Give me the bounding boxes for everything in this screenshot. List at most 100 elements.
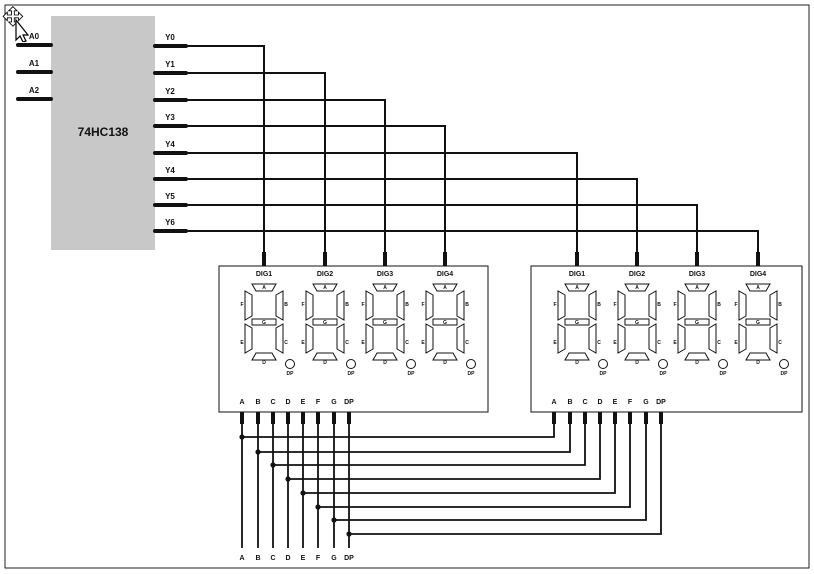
segment-pin-label: B [255,399,260,406]
segment-pin-label: D [597,399,602,406]
segment-pin-label: F [316,399,321,406]
segment [564,318,590,326]
segment-pin-label: E [301,399,306,406]
segment [745,283,771,292]
bus-junction [285,476,291,482]
segment [275,290,284,321]
decoder-input-label: A1 [29,59,40,68]
decimal-point-label: DP [660,371,668,377]
segment [312,318,338,326]
segment [624,283,650,292]
decoder-input-label: A0 [29,32,40,41]
segment-letter: C [717,340,721,346]
digit-label: DIG3 [377,271,393,278]
segment-letter: F [553,302,556,308]
segment-letter: C [345,340,349,346]
segment [684,352,710,361]
bus-junction [346,531,352,537]
segment-letter: G [695,320,699,326]
decimal-point [658,359,668,369]
segment [557,323,566,354]
bus-junction [239,434,245,440]
segment-pin-label: C [582,399,587,406]
segment-letter: E [553,340,557,346]
segment-letter: F [240,302,243,308]
decimal-point-label: DP [468,371,476,377]
decimal-point [466,359,476,369]
decoder-output-label: Y2 [165,87,175,96]
bus-link-wire [242,424,555,438]
bus-link-wire [349,424,662,535]
segment [432,318,458,326]
segment-letter: A [262,285,266,291]
bus-link-wire [303,424,616,494]
decoder-output-label: Y0 [165,33,175,42]
segment [251,283,277,292]
decimal-point [346,359,356,369]
decimal-point-label: DP [408,371,416,377]
decoder-chip [51,16,155,250]
parts-layer: 74HC138A0A1A2Y0Y1Y2Y3Y4Y4Y5Y6DIG1ABCDEFG… [16,16,803,562]
segment-letter: G [443,320,447,326]
segment-letter: E [673,340,677,346]
bus-link-wire [288,424,601,480]
segment-letter: B [717,302,721,308]
segment-letter: G [756,320,760,326]
segment-letter: F [734,302,737,308]
segment-letter: G [383,320,387,326]
segment-letter: A [575,285,579,291]
segment-letter: C [597,340,601,346]
decimal-point [779,359,789,369]
digit-label: DIG2 [629,271,645,278]
segment-letter: C [284,340,288,346]
digit-label: DIG3 [689,271,705,278]
segment-pin-label: F [628,399,633,406]
segment [396,290,405,321]
segment [769,323,778,354]
bus-link-wire [318,424,631,508]
segment-pin-label: G [643,399,649,406]
wires-layer [186,45,759,548]
segment-letter: A [635,285,639,291]
display-module: DIG1ABCDEFGDPDIG2ABCDEFGDPDIG3ABCDEFGDPD… [530,265,803,413]
segment [769,290,778,321]
segment-letter: C [657,340,661,346]
segment-letter: E [613,340,617,346]
segment [648,290,657,321]
segment-letter: G [262,320,266,326]
segment [738,290,747,321]
bus-label: DP [344,555,354,562]
segment-pin-label: G [331,399,337,406]
digit-select-wire [186,125,446,254]
segment [372,318,398,326]
decoder-output-label: Y1 [165,60,175,69]
segment [564,352,590,361]
segment [456,323,465,354]
segment-letter: G [323,320,327,326]
segment-letter: F [613,302,616,308]
segment [557,290,566,321]
segment-letter: B [778,302,782,308]
segment [365,290,374,321]
segment [708,323,717,354]
digit-select-wire [186,230,759,254]
segment-letter: E [421,340,425,346]
digit-label: DIG1 [569,271,585,278]
decimal-point [285,359,295,369]
segment [372,352,398,361]
segment-letter: D [695,360,699,366]
segment [336,290,345,321]
segment-letter: E [361,340,365,346]
decoder-output-label: Y5 [165,192,175,201]
segment [432,352,458,361]
segment-pin-label: D [285,399,290,406]
decimal-point-label: DP [600,371,608,377]
segment [624,318,650,326]
segment [617,323,626,354]
decoder-output-label: Y4 [165,140,175,149]
segment [244,290,253,321]
segment [684,318,710,326]
segment [251,352,277,361]
decimal-point [406,359,416,369]
segment-letter: D [575,360,579,366]
